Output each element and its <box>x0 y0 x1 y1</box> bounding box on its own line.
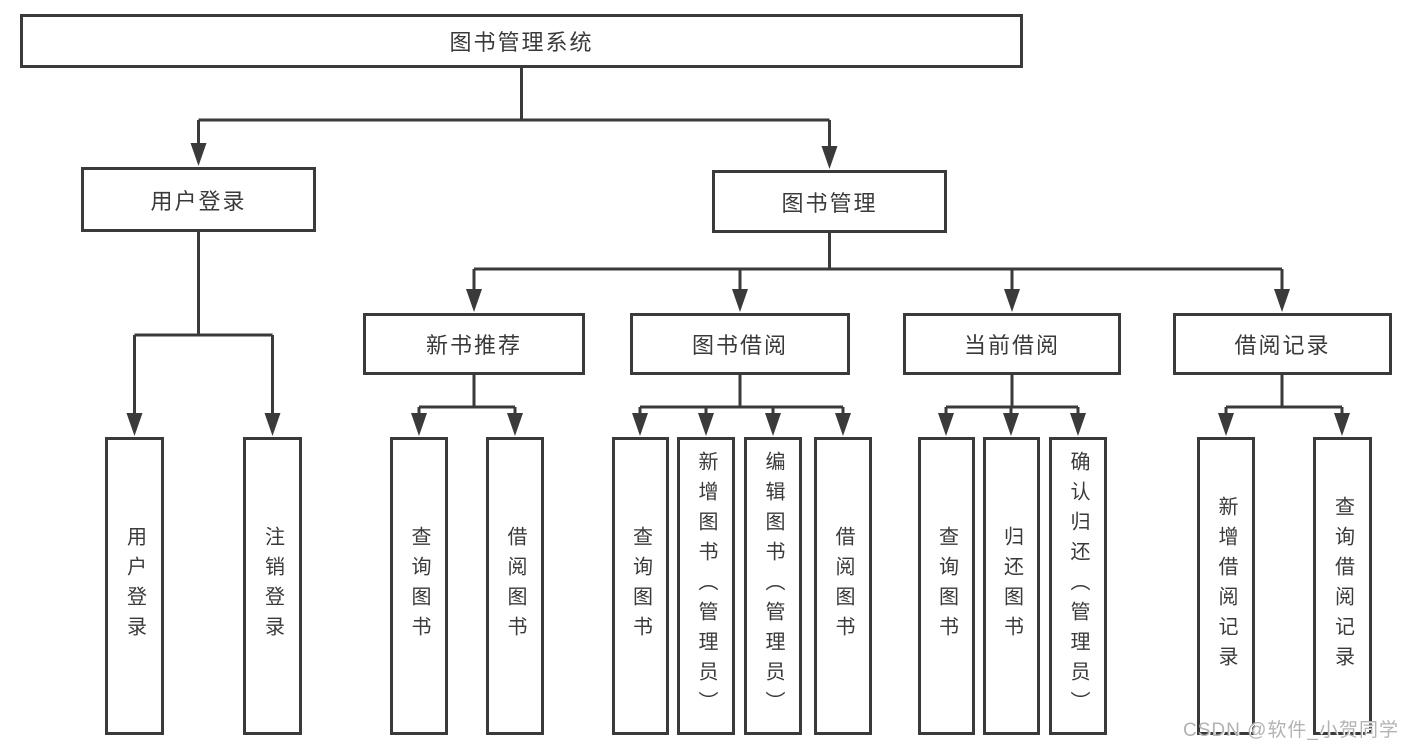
arrowhead-icon <box>1070 413 1086 436</box>
arrowhead-icon <box>821 146 838 169</box>
leaf-query-borrow-record-label: 查询借阅记录 <box>1331 496 1354 676</box>
connector-borrowing-to-leaves <box>632 375 851 436</box>
arrowhead-icon <box>765 413 781 436</box>
leaf-edit-book-admin: 编辑图书（管理员） <box>744 437 802 735</box>
leaf-add-book-admin: 新增图书（管理员） <box>677 437 735 735</box>
connector-root-to-level2 <box>190 68 838 169</box>
node-new-book-recommend: 新书推荐 <box>363 313 585 375</box>
arrowhead-icon <box>835 413 851 436</box>
node-user-login-label: 用户登录 <box>150 188 247 214</box>
arrowhead-icon <box>1334 413 1350 436</box>
leaf-user-login: 用户登录 <box>105 437 164 735</box>
node-user-login: 用户登录 <box>81 167 316 232</box>
leaf-add-borrow-record-label: 新增借阅记录 <box>1215 496 1237 676</box>
arrowhead-icon <box>1218 413 1234 436</box>
arrowhead-icon <box>126 413 143 436</box>
arrowhead-icon <box>466 289 482 312</box>
arrowhead-icon <box>1004 289 1020 312</box>
connector-management-to-groups <box>466 233 1290 312</box>
node-new-book-recommend-label: 新书推荐 <box>425 333 522 358</box>
arrowhead-icon <box>1003 413 1019 436</box>
leaf-query-books-recommend-label: 查询图书 <box>408 526 430 646</box>
connector-login-to-leaves <box>126 232 281 436</box>
arrowhead-icon <box>1274 289 1290 312</box>
node-book-management-label: 图书管理 <box>781 190 878 216</box>
connector-records-to-leaves <box>1218 375 1350 436</box>
leaf-query-books-borrowing-label: 查询图书 <box>629 526 652 646</box>
leaf-logout-label: 注销登录 <box>261 526 284 646</box>
node-current-borrowing-label: 当前借阅 <box>963 333 1060 358</box>
leaf-edit-book-admin-label: 编辑图书（管理员） <box>762 451 784 721</box>
leaf-logout: 注销登录 <box>243 437 302 735</box>
leaf-borrow-books-label: 借阅图书 <box>832 526 854 646</box>
connector-current-to-leaves <box>938 375 1086 436</box>
leaf-add-book-admin-label: 新增图书（管理员） <box>695 451 717 721</box>
node-library-system: 图书管理系统 <box>20 14 1023 68</box>
leaf-borrow-books: 借阅图书 <box>814 437 872 735</box>
arrowhead-icon <box>632 413 648 436</box>
leaf-query-books-current-label: 查询图书 <box>935 526 958 646</box>
node-book-borrowing: 图书借阅 <box>630 313 850 375</box>
leaf-return-book: 归还图书 <box>983 437 1040 735</box>
leaf-borrow-books-recommend-label: 借阅图书 <box>504 526 526 646</box>
leaf-query-books-current: 查询图书 <box>918 437 975 735</box>
node-book-borrowing-label: 图书借阅 <box>691 333 788 358</box>
leaf-query-borrow-record: 查询借阅记录 <box>1313 437 1372 735</box>
leaf-confirm-return-admin: 确认归还（管理员） <box>1049 437 1107 735</box>
leaf-return-book-label: 归还图书 <box>1000 526 1023 646</box>
arrowhead-icon <box>698 413 714 436</box>
node-borrowing-records: 借阅记录 <box>1173 313 1392 375</box>
arrowhead-icon <box>732 289 748 312</box>
leaf-query-books-borrowing: 查询图书 <box>612 437 669 735</box>
node-current-borrowing: 当前借阅 <box>903 313 1121 375</box>
leaf-query-books-recommend: 查询图书 <box>390 437 448 735</box>
connector-recommend-to-leaves <box>411 375 523 436</box>
leaf-confirm-return-admin-label: 确认归还（管理员） <box>1067 451 1089 721</box>
leaf-user-login-label: 用户登录 <box>123 526 146 646</box>
arrowhead-icon <box>938 413 954 436</box>
arrowhead-icon <box>190 143 207 166</box>
leaf-add-borrow-record: 新增借阅记录 <box>1197 437 1255 735</box>
arrowhead-icon <box>264 413 281 436</box>
csdn-watermark: CSDN @软件_小贺同学 <box>1183 720 1399 741</box>
arrowhead-icon <box>507 413 523 436</box>
node-library-system-label: 图书管理系统 <box>449 30 594 55</box>
node-borrowing-records-label: 借阅记录 <box>1234 333 1331 358</box>
arrowhead-icon <box>411 413 427 436</box>
leaf-borrow-books-recommend: 借阅图书 <box>486 437 544 735</box>
node-book-management: 图书管理 <box>712 170 947 233</box>
